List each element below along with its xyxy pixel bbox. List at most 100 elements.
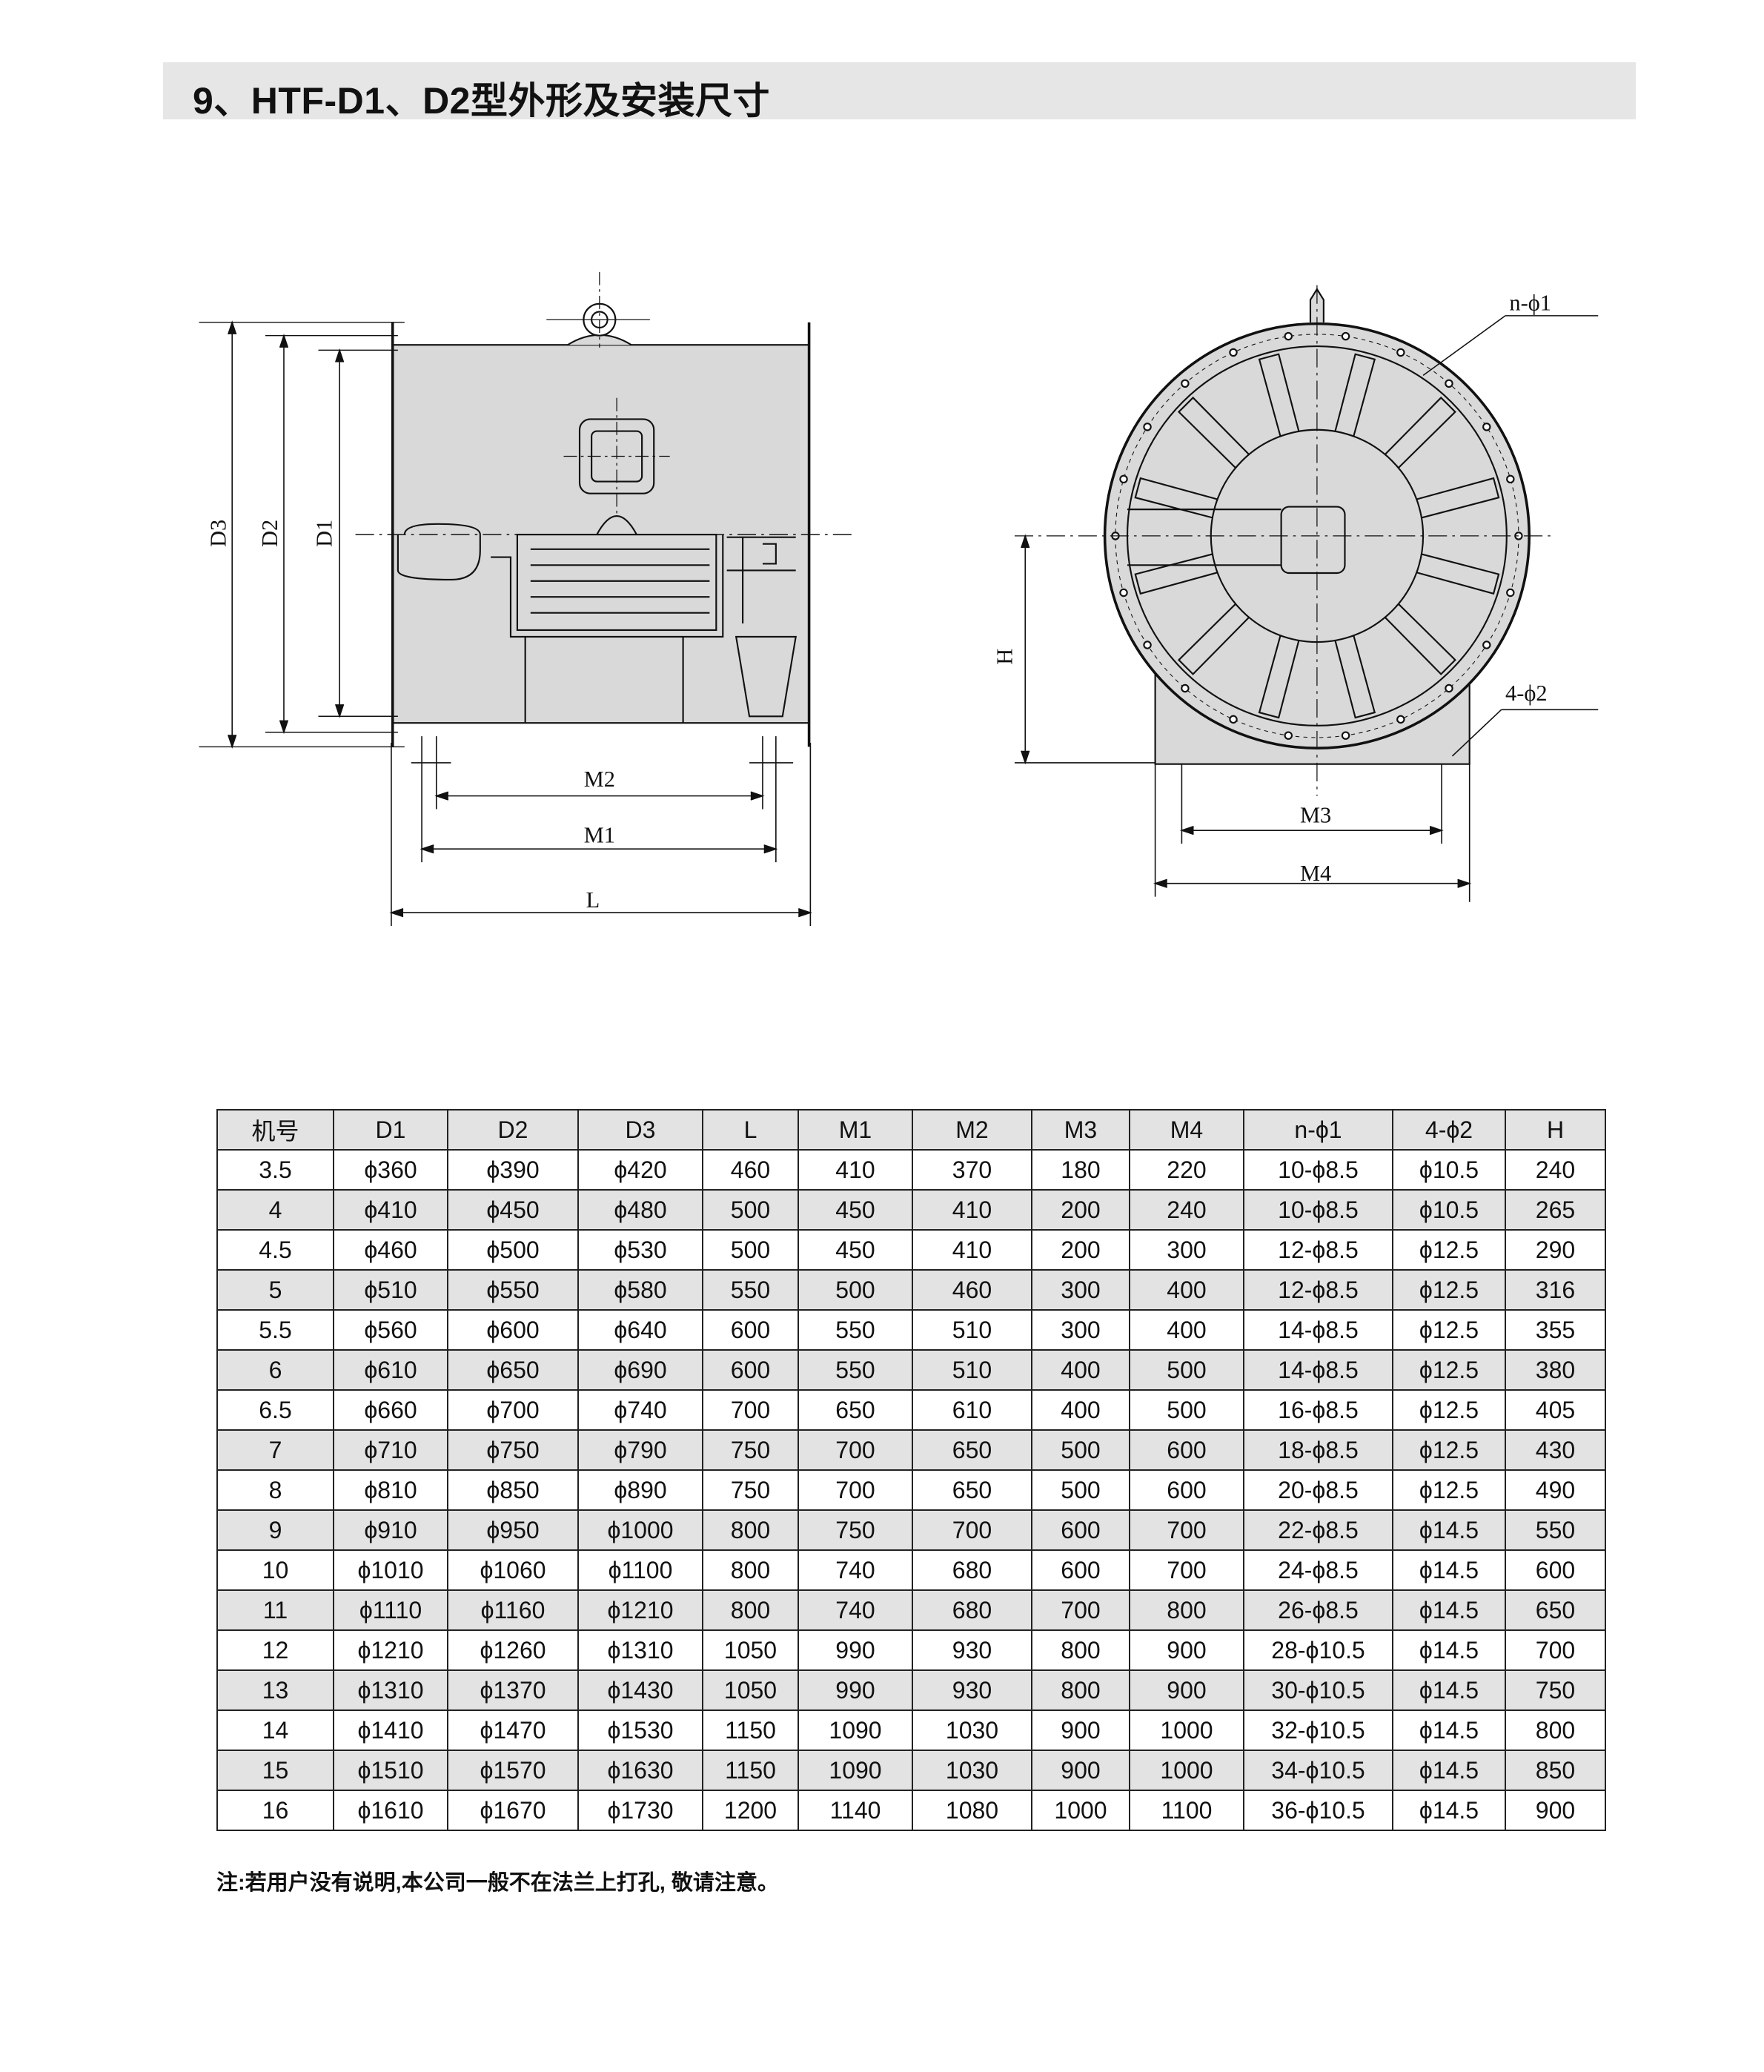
bolt-hole-icon: [1229, 715, 1238, 724]
bolt-hole-icon: [1482, 423, 1491, 431]
table-cell: 300: [1031, 1309, 1130, 1351]
table-cell: 450: [798, 1229, 913, 1271]
table-cell: 12-ϕ8.5: [1243, 1269, 1393, 1311]
bolt-hole-icon: [1341, 331, 1350, 341]
table-cell: 1000: [1129, 1709, 1244, 1751]
table-cell: 900: [1129, 1629, 1244, 1671]
table-cell: ϕ450: [447, 1189, 579, 1231]
column-header: 4-ϕ2: [1392, 1109, 1506, 1151]
table-cell: 7: [216, 1429, 334, 1471]
table-cell: 1000: [1129, 1750, 1244, 1791]
table-cell: ϕ710: [333, 1429, 448, 1471]
table-cell: 300: [1031, 1269, 1130, 1311]
table-cell: ϕ12.5: [1392, 1229, 1506, 1271]
table-cell: 460: [912, 1269, 1032, 1311]
side-view: D3 D2 D1 M2 M1 L: [199, 271, 856, 926]
table-cell: 700: [1129, 1549, 1244, 1591]
table-cell: ϕ1470: [447, 1709, 579, 1751]
table-cell: 510: [912, 1349, 1032, 1391]
bolt-hole-icon: [1119, 474, 1128, 484]
table-cell: ϕ1510: [333, 1750, 448, 1791]
table-cell: ϕ690: [577, 1349, 703, 1391]
table-cell: 510: [912, 1309, 1032, 1351]
table-cell: 240: [1129, 1189, 1244, 1231]
table-cell: ϕ610: [333, 1349, 448, 1391]
table-cell: 14-ϕ8.5: [1243, 1349, 1393, 1391]
table-cell: ϕ1530: [577, 1709, 703, 1751]
table-cell: 1200: [702, 1790, 799, 1831]
table-cell: 500: [702, 1229, 799, 1271]
table-cell: 15: [216, 1750, 334, 1791]
table-cell: 490: [1505, 1469, 1606, 1511]
table-cell: 200: [1031, 1189, 1130, 1231]
label-n-phi1: n-ϕ1: [1509, 291, 1551, 316]
table-cell: 610: [912, 1389, 1032, 1431]
table-cell: 20-ϕ8.5: [1243, 1469, 1393, 1511]
table-cell: ϕ740: [577, 1389, 703, 1431]
table-cell: ϕ1000: [577, 1509, 703, 1551]
table-cell: ϕ580: [577, 1269, 703, 1311]
table-cell: 220: [1129, 1149, 1244, 1191]
table-cell: 400: [1129, 1269, 1244, 1311]
label-d2: D2: [257, 520, 282, 547]
table-cell: ϕ1370: [447, 1669, 579, 1711]
table-cell: 6.5: [216, 1389, 334, 1431]
table-cell: 12-ϕ8.5: [1243, 1229, 1393, 1271]
label-m3: M3: [1300, 802, 1331, 827]
table-cell: 750: [798, 1509, 913, 1551]
label-4-phi2: 4-ϕ2: [1505, 681, 1548, 706]
table-cell: 14-ϕ8.5: [1243, 1309, 1393, 1351]
table-cell: 800: [1505, 1709, 1606, 1751]
table-cell: 930: [912, 1669, 1032, 1711]
table-cell: ϕ12.5: [1392, 1269, 1506, 1311]
table-cell: 1000: [1031, 1790, 1130, 1831]
label-m2: M2: [584, 767, 615, 792]
table-cell: 316: [1505, 1269, 1606, 1311]
table-cell: 355: [1505, 1309, 1606, 1351]
table-cell: ϕ480: [577, 1189, 703, 1231]
table-cell: 990: [798, 1629, 913, 1671]
table-cell: 14: [216, 1709, 334, 1751]
bolt-hole-icon: [1284, 331, 1293, 341]
bolt-hole-icon: [1284, 731, 1293, 740]
table-cell: 500: [1031, 1429, 1130, 1471]
table-cell: ϕ1060: [447, 1549, 579, 1591]
table-cell: ϕ750: [447, 1429, 579, 1471]
column-header: D2: [447, 1109, 579, 1151]
table-cell: 10-ϕ8.5: [1243, 1149, 1393, 1191]
column-header: M1: [798, 1109, 913, 1151]
table-cell: 13: [216, 1669, 334, 1711]
table-cell: 1090: [798, 1709, 913, 1751]
table-cell: 600: [702, 1349, 799, 1391]
table-cell: 6: [216, 1349, 334, 1391]
table-cell: 10: [216, 1549, 334, 1591]
label-l: L: [586, 887, 600, 913]
table-cell: 600: [1031, 1549, 1130, 1591]
table-cell: 430: [1505, 1429, 1606, 1471]
table-cell: ϕ950: [447, 1509, 579, 1551]
table-cell: 290: [1505, 1229, 1606, 1271]
table-cell: 750: [702, 1469, 799, 1511]
bolt-hole-icon: [1143, 423, 1152, 431]
table-cell: 900: [1505, 1790, 1606, 1831]
table-cell: ϕ12.5: [1392, 1389, 1506, 1431]
table-cell: 410: [798, 1149, 913, 1191]
table-cell: 740: [798, 1589, 913, 1631]
table-cell: 400: [1129, 1309, 1244, 1351]
table-cell: 1100: [1129, 1790, 1244, 1831]
bolt-hole-icon: [1445, 379, 1453, 388]
table-cell: 750: [1505, 1669, 1606, 1711]
table-cell: 16: [216, 1790, 334, 1831]
table-cell: ϕ12.5: [1392, 1469, 1506, 1511]
table-cell: 1050: [702, 1629, 799, 1671]
label-d3: D3: [205, 520, 231, 547]
